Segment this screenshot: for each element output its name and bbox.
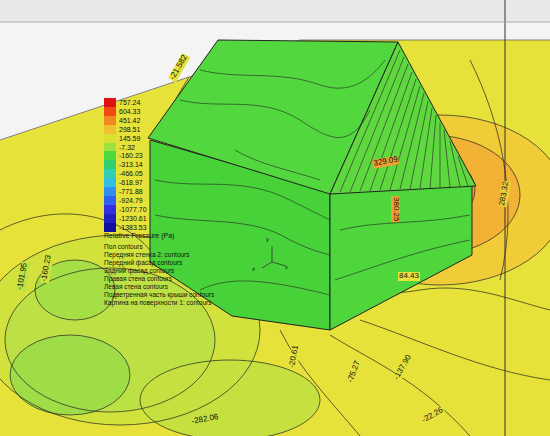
contour-value: -21.582 (168, 53, 190, 83)
contour-value: 84.43 (398, 272, 420, 281)
contour-value: -137.90 (392, 353, 414, 383)
color-swatch (104, 98, 116, 107)
legend-note: Задний фасад contours (104, 267, 174, 274)
contour-value: -22.26 (420, 406, 446, 426)
colorbar-value: -1383.53 (119, 223, 147, 232)
contour-value: -20.61 (288, 344, 301, 370)
contour-value: 329.09 (372, 155, 400, 168)
colorbar-value: -1077.70 (119, 205, 147, 214)
color-swatch (104, 134, 116, 143)
colorbar-value: -313.14 (119, 160, 143, 169)
legend-note: Картина на поверхности 1: contours (104, 299, 211, 306)
contour-value: -101.95 (16, 261, 30, 291)
colorbar-value: 451.42 (119, 116, 140, 125)
contour-value: 283.32 (498, 180, 511, 208)
color-swatch (104, 116, 116, 125)
colorbar-value: -924.79 (119, 196, 143, 205)
color-swatch (104, 107, 116, 116)
colorbar-value: -771.88 (119, 187, 143, 196)
colorbar-value: -618.97 (119, 178, 143, 187)
legend-note: Пол contours (104, 243, 143, 250)
color-swatch (104, 187, 116, 196)
legend-note: Передняя стенка 2: contours (104, 251, 190, 258)
legend-note: Передний фасад contours (104, 259, 182, 266)
color-swatch (104, 178, 116, 187)
legend-note: Подветренная часть крыши contours (104, 291, 214, 298)
colorbar-value: -7.32 (119, 143, 135, 152)
color-swatch (104, 223, 116, 232)
colorbar-value: -466.05 (119, 169, 143, 178)
contour-value: -160.23 (40, 253, 54, 283)
color-swatch (104, 125, 116, 134)
colorbar-value: 145.59 (119, 134, 140, 143)
color-swatch (104, 151, 116, 160)
axis-label: x (285, 264, 288, 271)
colorbar-value: 298.51 (119, 125, 140, 134)
color-swatch (104, 160, 116, 169)
contour-value: 380.25 (391, 196, 400, 222)
axis-label: y (266, 236, 269, 243)
legend-title: Relative Pressure (Pa) (104, 232, 174, 240)
color-swatch (104, 169, 116, 178)
color-swatch (104, 214, 116, 223)
colorbar-value: 757.24 (119, 98, 140, 107)
contour-value: -282.06 (190, 413, 220, 427)
colorbar-value: -160.23 (119, 151, 143, 160)
contour-value: -75.27 (346, 359, 363, 385)
legend-note: Правая стена contours (104, 275, 172, 282)
color-swatch (104, 196, 116, 205)
legend-note: Левая стена contours (104, 283, 168, 290)
color-swatch (104, 205, 116, 214)
colorbar-value: 604.33 (119, 107, 140, 116)
colorbar-value: -1230.61 (119, 214, 147, 223)
color-swatch (104, 143, 116, 152)
axis-label: z (252, 266, 255, 273)
